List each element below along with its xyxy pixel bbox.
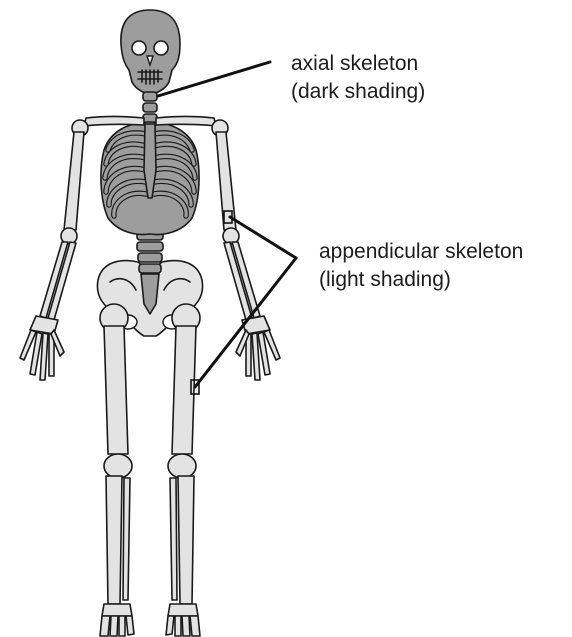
appendicular-label-line1: appendicular skeleton: [319, 238, 523, 266]
eye-socket-right: [154, 41, 168, 55]
knee-left: [104, 454, 132, 478]
right-arm: [216, 132, 280, 380]
ankle-right: [168, 604, 198, 616]
tibia-left: [106, 476, 122, 604]
left-arm: [20, 132, 84, 380]
tibia-right: [178, 476, 194, 604]
axial-label-line2: (dark shading): [291, 78, 425, 106]
appendicular-skeleton-label: appendicular skeleton (light shading): [319, 238, 523, 294]
fibula-left: [123, 478, 130, 600]
sternum: [144, 124, 156, 198]
humerus-right: [216, 132, 236, 230]
axial-skeleton-label: axial skeleton (dark shading): [291, 50, 425, 106]
clavicle-right: [156, 117, 216, 127]
eye-socket-left: [132, 41, 146, 55]
left-leg: [100, 304, 134, 636]
right-leg: [166, 304, 200, 636]
femur-right: [172, 326, 196, 454]
humerus-left: [64, 132, 84, 230]
ankle-left: [102, 604, 132, 616]
knee-right: [168, 454, 196, 478]
clavicle-left: [84, 117, 144, 127]
fibula-right: [170, 478, 177, 600]
rib-cage: [101, 122, 199, 234]
appendicular-label-line2: (light shading): [319, 266, 523, 294]
femur-left: [104, 326, 128, 454]
skull: [121, 10, 180, 94]
axial-label-line1: axial skeleton: [291, 50, 425, 78]
